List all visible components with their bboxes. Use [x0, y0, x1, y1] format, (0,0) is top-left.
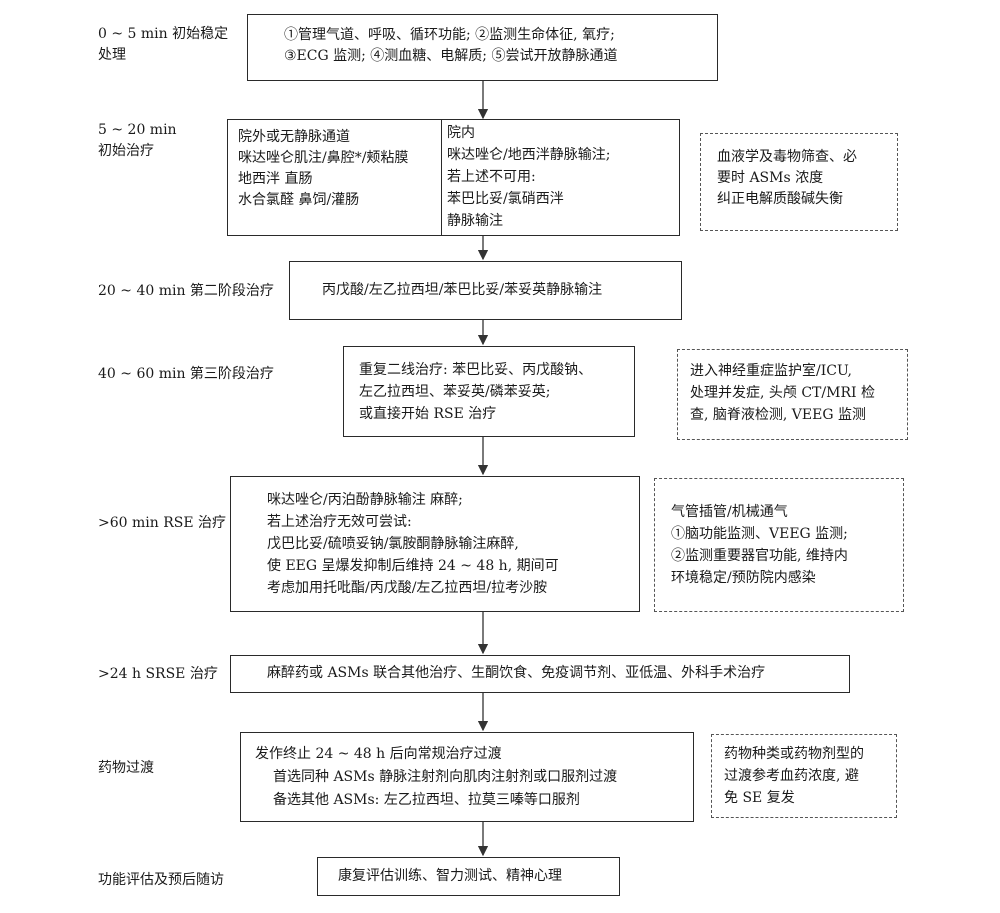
- side-note-drug-level: 药物种类或药物剂型的 过渡参考血药浓度, 避 免 SE 复发: [711, 734, 897, 818]
- box-line: 戊巴比妥/硫喷妥钠/氯胺酮静脉输注麻醉,: [267, 536, 519, 552]
- side-line: 气管插管/机械通气: [671, 504, 788, 520]
- stage-label-rse: >60 min RSE 治疗: [98, 515, 227, 531]
- box-line: ③ECG 监测; ④测血糖、电解质; ⑤尝试开放静脉通道: [284, 48, 618, 64]
- side-line: 查, 脑脊液检测, VEEG 监测: [690, 407, 866, 423]
- stage-label-srse: >24 h SRSE 治疗: [98, 666, 218, 682]
- stage-box-second-phase: 丙戊酸/左乙拉西坦/苯巴比妥/苯妥英静脉输注: [289, 261, 682, 320]
- side-note-screening: 血液学及毒物筛查、必 要时 ASMs 浓度 纠正电解质酸碱失衡: [700, 133, 898, 231]
- side-note-ventilation: 气管插管/机械通气 ①脑功能监测、VEEG 监测; ②监测重要器官功能, 维持内…: [654, 478, 904, 612]
- box-line: 水合氯醛 鼻饲/灌肠: [238, 192, 360, 208]
- box-line: 若上述不可用:: [447, 169, 536, 185]
- side-line: 药物种类或药物剂型的: [724, 746, 864, 762]
- side-line: 免 SE 复发: [724, 790, 795, 806]
- box-line: 咪达唑仑肌注/鼻腔*/颊粘膜: [238, 150, 409, 166]
- box-line: 苯巴比妥/氯硝西泮: [447, 191, 564, 207]
- box-line: ①管理气道、呼吸、循环功能; ②监测生命体征, 氧疗;: [284, 27, 615, 43]
- box-line: 重复二线治疗: 苯巴比妥、丙戊酸钠、: [359, 362, 593, 378]
- side-line: 血液学及毒物筛查、必: [717, 149, 857, 165]
- box-line: 或直接开始 RSE 治疗: [359, 406, 497, 422]
- stage-box-srse: 麻醉药或 ASMs 联合其他治疗、生酮饮食、免疫调节剂、亚低温、外科手术治疗: [230, 655, 850, 693]
- stage-box-prehospital: 院外或无静脉通道 咪达唑仑肌注/鼻腔*/颊粘膜 地西泮 直肠 水合氯醛 鼻饲/灌…: [227, 119, 442, 236]
- box-line: 丙戊酸/左乙拉西坦/苯巴比妥/苯妥英静脉输注: [322, 282, 603, 298]
- box-line: 麻醉药或 ASMs 联合其他治疗、生酮饮食、免疫调节剂、亚低温、外科手术治疗: [267, 665, 766, 681]
- stage-box-rehab-followup: 康复评估训练、智力测试、精神心理: [317, 857, 620, 896]
- stage-box-initial-stabilization: ①管理气道、呼吸、循环功能; ②监测生命体征, 氧疗; ③ECG 监测; ④测血…: [247, 14, 718, 81]
- box-line: 备选其他 ASMs: 左乙拉西坦、拉莫三嗪等口服剂: [273, 792, 580, 808]
- stage-label-second-phase: 20 ~ 40 min 第二阶段治疗: [98, 283, 274, 299]
- stage-label-initial-stabilization: 0 ~ 5 min 初始稳定 处理: [98, 26, 229, 63]
- side-line: ①脑功能监测、VEEG 监测;: [671, 526, 848, 542]
- stage-label-initial-treatment: 5 ~ 20 min 初始治疗: [98, 122, 177, 159]
- stage-box-drug-transition: 发作终止 24 ~ 48 h 后向常规治疗过渡 首选同种 ASMs 静脉注射剂向…: [240, 732, 694, 822]
- box-line: 静脉输注: [447, 213, 503, 229]
- side-line: 要时 ASMs 浓度: [717, 170, 824, 186]
- stage-box-in-hospital: 院内 咪达唑仑/地西泮静脉输注; 若上述不可用: 苯巴比妥/氯硝西泮 静脉输注: [441, 119, 680, 236]
- stage-label-third-phase: 40 ~ 60 min 第三阶段治疗: [98, 366, 274, 382]
- box-line: 地西泮 直肠: [238, 171, 313, 187]
- box-line: 左乙拉西坦、苯妥英/磷苯妥英;: [359, 384, 551, 400]
- side-line: ②监测重要器官功能, 维持内: [671, 548, 848, 564]
- stage-box-third-phase: 重复二线治疗: 苯巴比妥、丙戊酸钠、 左乙拉西坦、苯妥英/磷苯妥英; 或直接开始…: [343, 346, 635, 437]
- side-line: 环境稳定/预防院内感染: [671, 570, 816, 586]
- side-note-icu: 进入神经重症监护室/ICU, 处理并发症, 头颅 CT/MRI 检 查, 脑脊液…: [677, 349, 908, 440]
- box-line: 发作终止 24 ~ 48 h 后向常规治疗过渡: [255, 746, 502, 762]
- box-line: 咪达唑仑/丙泊酚静脉输注 麻醉;: [267, 492, 463, 508]
- box-line: 院外或无静脉通道: [238, 129, 350, 145]
- box-line: 咪达唑仑/地西泮静脉输注;: [447, 147, 611, 163]
- stage-label-rehab-followup: 功能评估及预后随访: [98, 872, 224, 888]
- box-line: 院内: [447, 125, 475, 141]
- stage-label-drug-transition: 药物过渡: [98, 760, 154, 776]
- box-line: 使 EEG 呈爆发抑制后维持 24 ~ 48 h, 期间可: [267, 558, 559, 574]
- box-line: 考虑加用托吡酯/丙戊酸/左乙拉西坦/拉考沙胺: [267, 580, 548, 596]
- box-line: 康复评估训练、智力测试、精神心理: [338, 868, 562, 884]
- stage-box-rse: 咪达唑仑/丙泊酚静脉输注 麻醉; 若上述治疗无效可尝试: 戊巴比妥/硫喷妥钠/氯…: [230, 476, 640, 612]
- side-line: 纠正电解质酸碱失衡: [717, 191, 843, 207]
- box-line: 若上述治疗无效可尝试:: [267, 514, 412, 530]
- side-line: 处理并发症, 头颅 CT/MRI 检: [690, 385, 875, 401]
- side-line: 进入神经重症监护室/ICU,: [690, 363, 852, 379]
- box-line: 首选同种 ASMs 静脉注射剂向肌肉注射剂或口服剂过渡: [273, 769, 618, 785]
- side-line: 过渡参考血药浓度, 避: [724, 768, 859, 784]
